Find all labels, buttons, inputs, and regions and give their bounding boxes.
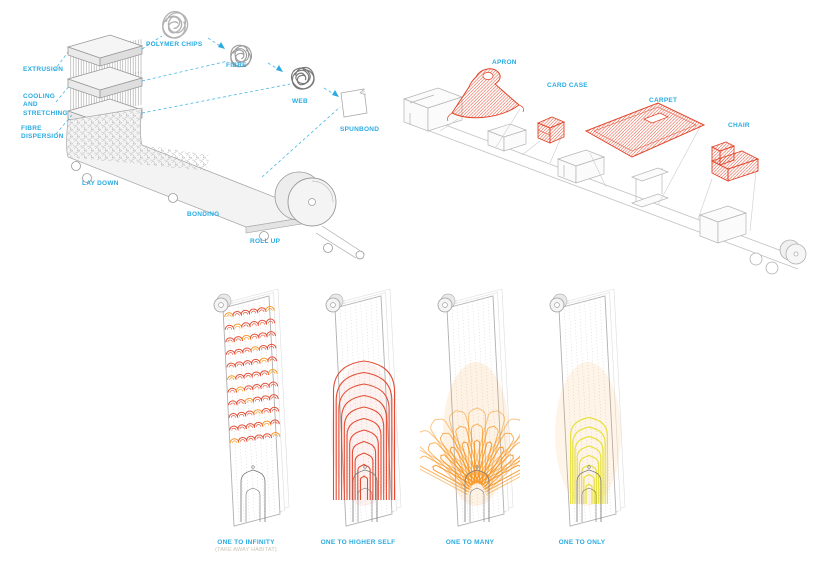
label-lay-down: LAY DOWN (82, 180, 119, 187)
pattern-sheet-one-to-higher-self (325, 288, 402, 527)
arch-cutout (576, 465, 602, 522)
label-one-to-many: ONE TO MANY (445, 539, 495, 546)
apron-shape (447, 68, 524, 122)
projection-lines (439, 108, 757, 232)
process-diagram: EXTRUSION COOLING AND STRETCHING FIBRE D… (10, 5, 382, 267)
polymer-chips-scribble (156, 6, 193, 44)
flow-arrowheads (218, 42, 339, 97)
label-carpet: CARPET (649, 97, 678, 104)
products-illustration (402, 68, 807, 275)
pattern-sheet-one-to-infinity (213, 288, 290, 527)
arch-cutout (352, 465, 378, 522)
web-texture (66, 108, 210, 171)
windup-roll (274, 171, 337, 227)
belt-rollers (71, 161, 365, 260)
arch-cutout (240, 465, 266, 522)
panel-one-to-infinity: ONE TO INFINITY (TAKE AWAY HABITAT) (196, 284, 296, 553)
label-one-to-higher-self: ONE TO HIGHER SELF (320, 539, 396, 546)
panel-one-to-only: ONE TO ONLY (532, 284, 632, 553)
sublabel-one-to-infinity: (TAKE AWAY HABITAT) (215, 547, 277, 553)
panel-one-to-many: ONE TO MANY (420, 284, 520, 553)
label-fibre-dispersion: FIBRE DISPERSION (21, 125, 64, 141)
process-illustration (53, 6, 368, 260)
exit-belt (315, 225, 363, 259)
sheet-layers (213, 288, 290, 527)
label-extrusion: EXTRUSION (23, 66, 64, 73)
panel-one-to-higher-self: ONE TO HIGHER SELF (308, 284, 408, 553)
label-polymer-chips: POLYMER CHIPS (146, 41, 203, 48)
carpet-shape (584, 102, 706, 158)
label-one-to-infinity: ONE TO INFINITY (217, 539, 275, 546)
pattern-sheet-one-to-many (420, 288, 520, 527)
label-roll-up: ROLL UP (250, 238, 281, 245)
pattern-nest (331, 360, 397, 506)
label-spunbond: SPUNBOND (340, 126, 380, 133)
leader-lines (53, 35, 341, 178)
products-diagram: APRON CARD CASE CARPET CHAIR (400, 35, 815, 295)
label-one-to-only: ONE TO ONLY (558, 539, 606, 546)
card-case-shape (536, 116, 566, 144)
pattern-scales (224, 305, 281, 444)
line-rollers (749, 239, 807, 275)
label-apron: APRON (492, 59, 517, 66)
label-cooling-stretching: COOLING AND STRETCHING (23, 93, 68, 117)
pattern-sheet-one-to-only (549, 288, 626, 527)
label-bonding: BONDING (187, 211, 220, 218)
label-chair: CHAIR (728, 122, 750, 129)
label-fibre: FIBRE (226, 62, 247, 69)
pattern-fan (420, 362, 520, 506)
spunbond-sheet-icon (340, 88, 368, 118)
label-web: WEB (292, 98, 308, 105)
label-card-case: CARD CASE (547, 82, 588, 89)
web-scribble (288, 63, 318, 93)
pattern-panels-row: ONE TO INFINITY (TAKE AWAY HABITAT) ONE … (196, 284, 632, 553)
arch-cutout (464, 465, 490, 522)
pattern-nest-small (555, 362, 621, 506)
chair-shape (710, 141, 760, 182)
line-machines (402, 87, 748, 244)
